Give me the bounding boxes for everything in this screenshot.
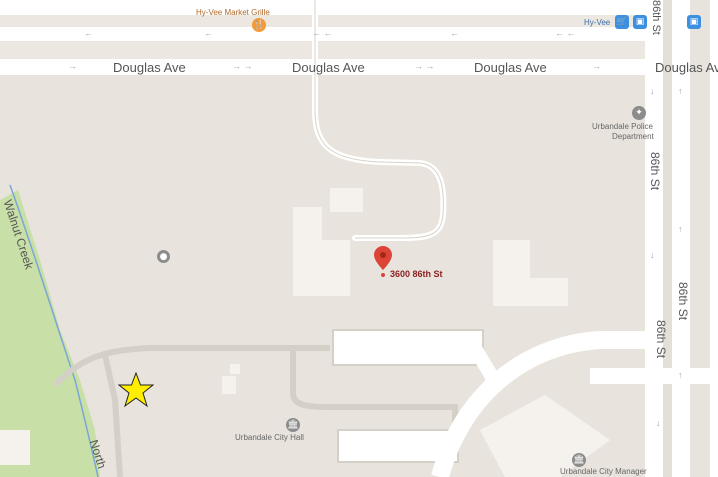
poi-label-urbandale-police-department-line2: Department	[612, 132, 654, 141]
direction-arrow-icon: ↓	[656, 418, 661, 428]
parking	[332, 329, 484, 366]
marker-label: 3600 86th St	[390, 269, 443, 279]
police-icon[interactable]: ✦	[632, 106, 646, 120]
86th-st-road-east	[672, 0, 690, 477]
direction-arrow-icon: → →	[414, 61, 435, 71]
building	[0, 430, 30, 465]
park-area	[0, 190, 100, 477]
shopping-cart-icon[interactable]: 🛒	[615, 15, 629, 29]
douglas-ave-road	[0, 59, 718, 75]
star-icon[interactable]	[118, 372, 154, 408]
direction-arrow-icon: → →	[232, 61, 253, 71]
map-marker-icon[interactable]	[374, 246, 392, 278]
direction-arrow-icon: ↑	[678, 370, 683, 380]
restaurant-icon[interactable]: 🍴	[252, 18, 266, 32]
direction-arrow-icon: →	[68, 61, 77, 71]
86th-st-road	[645, 0, 663, 477]
direction-arrow-icon: ←	[84, 28, 93, 38]
road-label-86th-st: 86th St	[676, 282, 690, 321]
direction-arrow-icon: ↓	[650, 250, 655, 260]
place-icon[interactable]: ●	[157, 250, 170, 263]
road-label-86th-st: 86th St	[648, 152, 662, 191]
city-hall-icon[interactable]: 🏛	[286, 418, 300, 432]
direction-arrow-icon: ← ←	[555, 28, 576, 38]
top-road	[0, 0, 718, 15]
bus-stop-icon[interactable]: ▣	[633, 15, 647, 29]
poi-label-urbandale-police-department[interactable]: Urbandale Police	[592, 122, 653, 131]
building	[330, 188, 363, 212]
direction-arrow-icon: ↑	[678, 224, 683, 234]
direction-arrow-icon: ↓	[650, 86, 655, 96]
building	[493, 240, 568, 306]
direction-arrow-icon: ← ←	[312, 28, 333, 38]
direction-arrow-icon: ←	[204, 28, 213, 38]
poi-label-urbandale-city-manager[interactable]: Urbandale City Manager	[560, 467, 647, 476]
walnut-creek-line	[9, 184, 99, 477]
building	[480, 395, 610, 477]
poi-label-hy-vee-market-grille[interactable]: Hy-Vee Market Grille	[196, 8, 270, 17]
road-label-86th-st: 86th St	[654, 320, 668, 359]
bus-stop-icon[interactable]: ▣	[687, 15, 701, 29]
building	[293, 207, 350, 296]
road-label-douglas-ave: Douglas Ave	[655, 60, 718, 75]
curved-road	[431, 331, 645, 477]
frontage-road	[0, 27, 718, 41]
direction-arrow-icon: ←	[450, 28, 459, 38]
road-label-douglas-ave: Douglas Ave	[113, 60, 186, 75]
direction-arrow-icon: ↑	[678, 86, 683, 96]
road-label-douglas-ave: Douglas Ave	[292, 60, 365, 75]
city-hall-icon[interactable]: 🏛	[572, 453, 586, 467]
cross-road	[590, 368, 718, 384]
poi-label-urbandale-city-hall[interactable]: Urbandale City Hall	[235, 433, 304, 442]
road-label-douglas-ave: Douglas Ave	[474, 60, 547, 75]
road-label-86th-st-top: 86th St	[650, 0, 662, 35]
poi-label-hy-vee[interactable]: Hy-Vee	[584, 18, 611, 27]
direction-arrow-icon: →	[592, 61, 601, 71]
